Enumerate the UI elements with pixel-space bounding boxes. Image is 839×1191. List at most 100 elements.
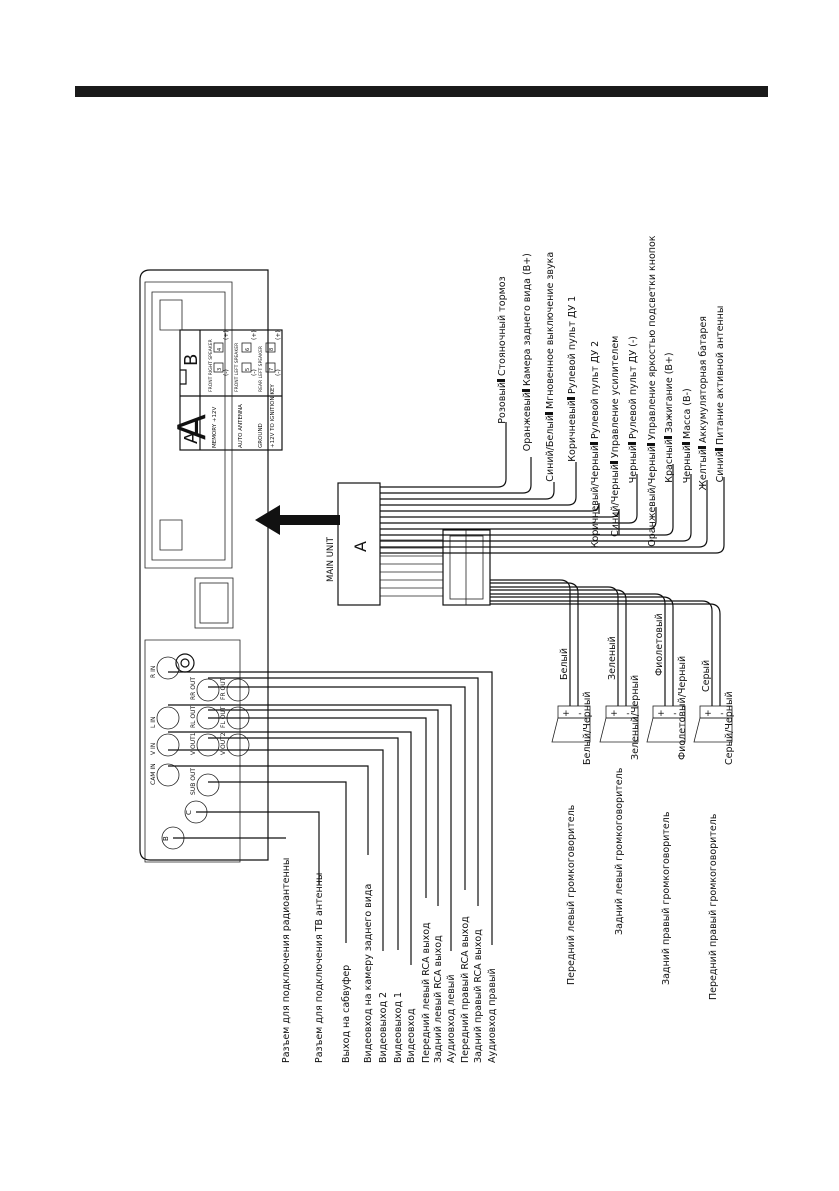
power-wire (380, 477, 725, 554)
rca-port (196, 733, 220, 757)
wire-function-label: Масса (В-) (682, 388, 693, 439)
speaker-wire-minus (490, 603, 721, 706)
legend-polarity-minus: (-) (251, 369, 258, 376)
wire-function-label: Мгновенное выключение звука (545, 252, 556, 409)
wire-function-label: Рулевой пульт ДУ (-) (628, 336, 639, 439)
av-cable (168, 704, 452, 951)
av-cable (208, 686, 466, 890)
wire-function-label: Управление усилителем (610, 336, 621, 458)
rear-connection-label: Разъем для подключения ТВ антенны (314, 873, 325, 1063)
av-cable (208, 709, 439, 906)
rear-connection-label: Видеовыход 1 (393, 992, 404, 1063)
terminal-plus: + (657, 709, 665, 719)
rear-connection-label: Выход на сабвуфер (341, 965, 352, 1063)
label-separator (664, 436, 672, 439)
label-separator (522, 389, 530, 392)
legend-pin: 7 (269, 368, 275, 371)
label-separator (715, 448, 723, 451)
legend-polarity-minus: (-) (223, 369, 230, 376)
legend-section-b: B (181, 354, 202, 366)
label-separator (698, 446, 706, 449)
speaker-minus-wire-label: Белый/Черный (582, 691, 593, 765)
rca-port (156, 706, 180, 730)
rear-connection-label: Аудиовход левый (446, 975, 457, 1064)
legend-b-item: FRONT LEFT SPEAKER (234, 343, 240, 392)
rca-port (156, 656, 180, 680)
label-separator (628, 442, 636, 445)
rca-port (196, 773, 220, 797)
power-wire (380, 474, 692, 542)
legend-pin-box (213, 342, 224, 353)
rca-port (226, 678, 250, 702)
speaker-plus-wire-label: Зеленый (607, 636, 618, 680)
wire-color-label: Черный (682, 445, 693, 483)
speaker-icon: +- (693, 705, 733, 743)
av-cable (208, 781, 347, 943)
rear-connection-label: Видеовход (406, 1008, 417, 1063)
speaker-wire-minus (490, 596, 674, 706)
port-label: RL OUT (190, 705, 197, 728)
port-label: V OUT1 (190, 732, 197, 755)
speaker-plus-wire-label: Фиолетовый (654, 613, 665, 676)
terminal-minus: - (626, 709, 629, 719)
power-wire (380, 502, 600, 514)
power-wire (380, 457, 532, 494)
label-separator (545, 412, 553, 415)
av-cable (196, 811, 320, 885)
wire-function-label: Зажигание (В+) (664, 352, 675, 433)
port-label: FL OUT (220, 706, 227, 728)
legend-pin: 8 (269, 348, 275, 351)
rear-connection-label: Видеовход на камеру заднего вида (363, 884, 374, 1063)
head-unit-socket-label: A (170, 414, 214, 440)
speaker-name: Задний правый громкоговоритель (661, 811, 672, 985)
terminal-minus: - (673, 709, 676, 719)
power-wire (380, 482, 555, 500)
wire-function-label: Камера заднего вида (В+) (522, 253, 533, 386)
legend-pin-box (213, 362, 224, 373)
av-cable (208, 717, 427, 898)
port-label: R IN (150, 666, 157, 678)
terminal-minus: - (578, 709, 581, 719)
wire-function-label: Рулевой пульт ДУ 2 (590, 341, 601, 439)
av-cable (168, 731, 412, 965)
legend-a-item: +12V TO IGNITION KEY (270, 384, 276, 448)
label-separator (567, 397, 575, 400)
legend-a-item: AUTO ANTENNA (238, 404, 244, 448)
port-label: V OUT2 (220, 732, 227, 755)
legend-b-item: REAR LEFT SPEAKER (258, 346, 264, 392)
speaker-minus-wire-label: Фиолетовый/Черный (677, 656, 688, 760)
label-separator (590, 442, 598, 445)
wire-color-label: Коричневый/Черный (590, 445, 601, 548)
speaker-icon: +- (599, 705, 639, 743)
port-label: CAM IN (150, 763, 157, 785)
speaker-wire-plus (490, 579, 571, 706)
port-label: L IN (150, 716, 157, 728)
speaker-minus-wire-label: Зеленый/Черный (630, 675, 641, 760)
av-cable (168, 765, 369, 855)
wire-color-label: Синий (715, 451, 726, 482)
port-label: SUB OUT (190, 768, 197, 795)
rear-connection-label: Задний правый RCA выход (473, 929, 484, 1063)
rca-port (226, 733, 250, 757)
speaker-wire-minus (490, 589, 627, 706)
rear-connection-label: Аудиовход правый (487, 968, 498, 1063)
legend-polarity-plus: (+) (251, 330, 258, 340)
speaker-icon: +- (646, 705, 686, 743)
power-wire (380, 480, 708, 548)
speaker-name: Передний левый громкоговоритель (566, 804, 577, 985)
port-label: C (185, 810, 193, 815)
rca-port (156, 763, 180, 787)
rca-port (196, 678, 220, 702)
speaker-plus-wire-label: Серый (701, 660, 712, 692)
power-wire (380, 474, 638, 524)
terminal-plus: + (610, 709, 618, 719)
legend-pin: 5 (245, 368, 251, 371)
legend-pin: 4 (217, 348, 223, 351)
legend-pin-box (265, 342, 276, 353)
main-unit-title: MAIN UNIT (326, 536, 336, 582)
rear-connection-label: Передний правый RCA выход (460, 916, 471, 1063)
wire-color-label: Оранжевый/Черный (647, 446, 658, 547)
speaker-name: Передний правый громкоговоритель (708, 813, 719, 1000)
